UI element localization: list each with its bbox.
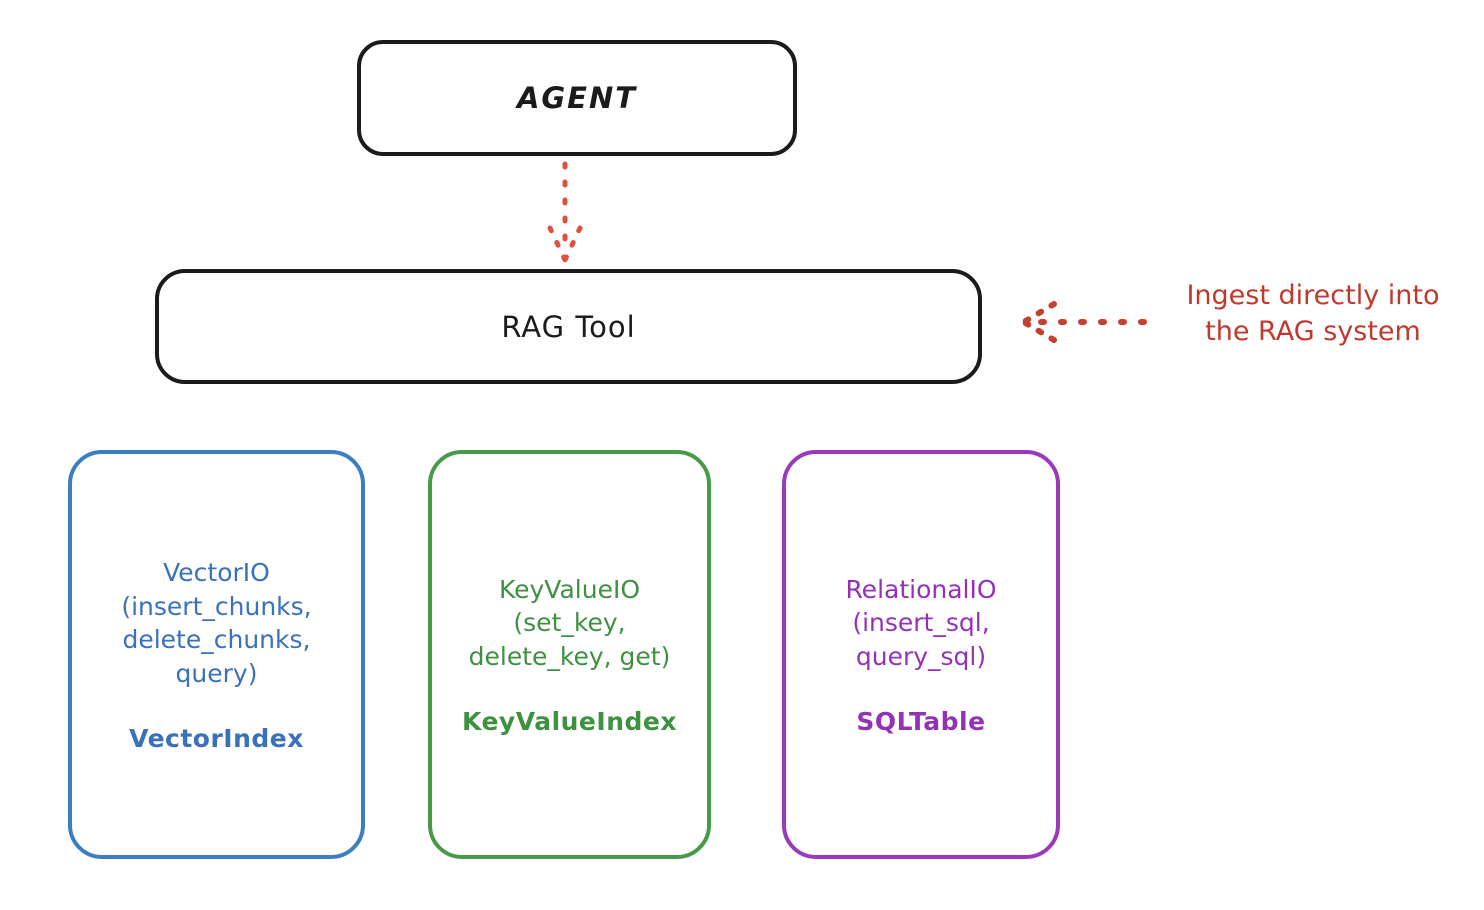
ingest-annotation-label: Ingest directly into the RAG system — [1186, 280, 1440, 347]
agent-node[interactable]: AGENT — [357, 40, 797, 156]
rag-tool-node-label: RAG Tool — [501, 309, 636, 344]
rag-tool-node[interactable]: RAG Tool — [155, 269, 982, 384]
ingest-arrow-icon — [1021, 301, 1147, 343]
vectorio-node[interactable]: VectorIO (insert_chunks, delete_chunks, … — [68, 450, 365, 859]
keyvalueio-api-label: KeyValueIO (set_key, delete_key, get) — [468, 574, 671, 671]
keyvalueio-index-label: KeyValueIndex — [462, 707, 677, 737]
vectorio-index-label: VectorIndex — [129, 724, 304, 753]
vectorio-api-label: VectorIO (insert_chunks, delete_chunks, … — [121, 558, 312, 688]
relationalio-index-label: SQLTable — [856, 707, 986, 737]
keyvalueio-node[interactable]: KeyValueIO (set_key, delete_key, get) Ke… — [428, 450, 711, 859]
agent-node-label: AGENT — [516, 81, 638, 115]
agent-to-rag-arrow-icon — [547, 161, 583, 263]
relationalio-api-label: RelationalIO (insert_sql, query_sql) — [845, 574, 997, 671]
relationalio-node[interactable]: RelationalIO (insert_sql, query_sql) SQL… — [782, 450, 1060, 859]
